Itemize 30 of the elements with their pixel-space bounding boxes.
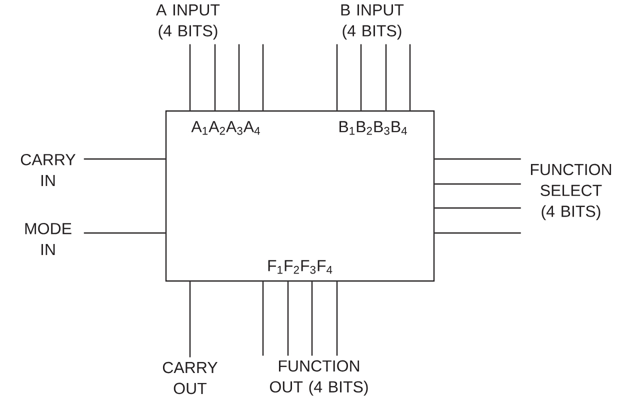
signal-line: [311, 282, 313, 356]
signal-line: [434, 183, 521, 185]
signal-label: MODE IN: [25, 222, 72, 256]
signal-label: FUNCTION SELECT (4 BITS): [531, 164, 612, 220]
signal-line: [409, 44, 411, 110]
pin-label: A$_{1}$A$_{2}$A$_{3}$A$_{4}$: [191, 121, 260, 135]
pin-label: B$_{1}$B$_{2}$B$_{3}$B$_{4}$: [340, 121, 407, 135]
signal-label: FUNCTION OUT (4 BITS): [270, 360, 368, 396]
signal-line: [84, 158, 166, 160]
signal-line: [360, 44, 362, 110]
signal-line: [84, 232, 166, 234]
signal-line: [434, 207, 521, 209]
signal-line: [262, 44, 264, 110]
signal-label: B INPUT (4 BITS): [341, 4, 404, 40]
signal-line: [238, 44, 240, 110]
logic-block: [165, 110, 435, 282]
signal-line: [214, 44, 216, 110]
signal-label: CARRY IN: [20, 154, 76, 186]
signal-label: CARRY OUT: [162, 362, 218, 394]
signal-line: [287, 282, 289, 356]
signal-label: A INPUT (4 BITS): [156, 4, 220, 40]
signal-line: [385, 44, 387, 110]
signal-line: [189, 44, 191, 110]
signal-line: [189, 282, 191, 358]
pin-label: F$_{1}$F$_{2}$F$_{3}$F$_{4}$: [268, 260, 332, 274]
signal-line: [434, 158, 521, 160]
signal-line: [434, 232, 521, 234]
signal-line: [336, 44, 338, 110]
signal-line: [336, 282, 338, 356]
signal-line: [262, 282, 264, 356]
